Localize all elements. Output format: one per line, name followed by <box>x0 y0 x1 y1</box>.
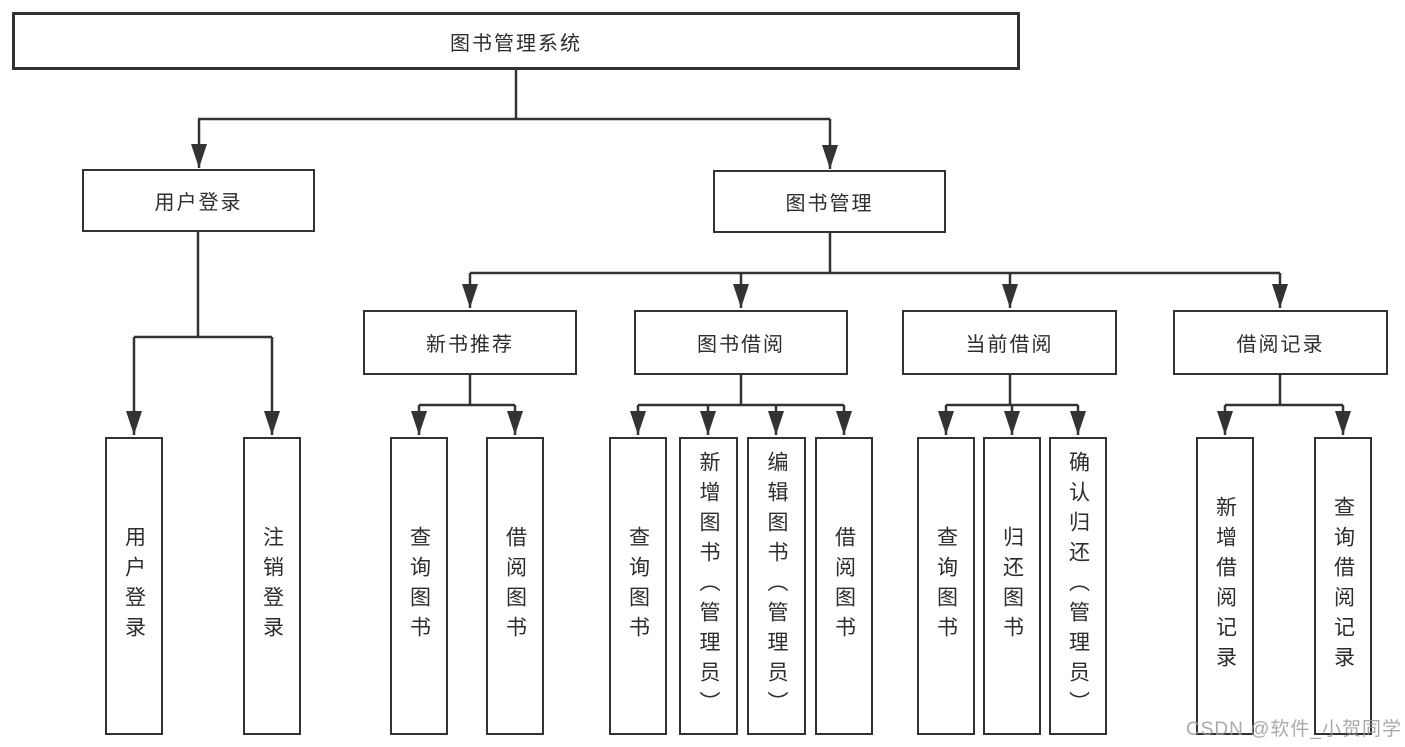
node-book-borrow-label: 图书借阅 <box>697 334 785 356</box>
leaf-edit-book-admin-label: 编辑图书（管理员） <box>765 451 788 721</box>
leaf-query-borrow-record-label: 查询借阅记录 <box>1331 496 1355 676</box>
leaf-logout: 注销登录 <box>243 437 301 735</box>
node-book-borrow: 图书借阅 <box>634 310 848 375</box>
leaf-query-books-3: 查询图书 <box>917 437 975 735</box>
node-user-login: 用户登录 <box>82 169 315 232</box>
node-new-book-recommend: 新书推荐 <box>363 310 577 375</box>
leaf-user-login: 用户登录 <box>105 437 163 735</box>
node-current-borrow: 当前借阅 <box>902 310 1117 375</box>
leaf-borrow-books-1: 借阅图书 <box>486 437 544 735</box>
leaf-edit-book-admin: 编辑图书（管理员） <box>747 437 806 735</box>
leaf-query-books-1-label: 查询图书 <box>407 526 431 646</box>
leaf-query-borrow-record: 查询借阅记录 <box>1314 437 1372 735</box>
leaf-borrow-books-2: 借阅图书 <box>815 437 873 735</box>
leaf-query-books-2-label: 查询图书 <box>626 526 650 646</box>
node-borrow-records-label: 借阅记录 <box>1236 334 1325 356</box>
node-borrow-records: 借阅记录 <box>1173 310 1388 375</box>
leaf-query-books-3-label: 查询图书 <box>934 526 958 646</box>
node-current-borrow-label: 当前借阅 <box>965 334 1054 356</box>
node-book-management-label: 图书管理 <box>785 193 874 215</box>
leaf-user-login-label: 用户登录 <box>122 526 146 646</box>
csdn-watermark: CSDN @软件_小贺同学 <box>1186 719 1402 740</box>
node-new-book-recommend-label: 新书推荐 <box>426 334 514 356</box>
leaf-query-books-1: 查询图书 <box>390 437 448 735</box>
leaf-query-books-2: 查询图书 <box>609 437 667 735</box>
leaf-confirm-return-admin-label: 确认归还（管理员） <box>1066 451 1090 721</box>
leaf-add-book-admin-label: 新增图书（管理员） <box>697 451 720 721</box>
node-library-system-label: 图书管理系统 <box>450 32 582 55</box>
leaf-add-borrow-record: 新增借阅记录 <box>1196 437 1254 735</box>
leaf-add-borrow-record-label: 新增借阅记录 <box>1213 496 1237 676</box>
leaf-return-books-label: 归还图书 <box>1000 526 1024 646</box>
node-user-login-label: 用户登录 <box>154 192 243 214</box>
node-library-system: 图书管理系统 <box>12 12 1020 70</box>
leaf-add-book-admin: 新增图书（管理员） <box>679 437 738 735</box>
leaf-confirm-return-admin: 确认归还（管理员） <box>1049 437 1107 735</box>
leaf-return-books: 归还图书 <box>983 437 1041 735</box>
leaf-borrow-books-2-label: 借阅图书 <box>832 526 856 646</box>
leaf-logout-label: 注销登录 <box>260 526 284 646</box>
node-book-management: 图书管理 <box>713 170 946 233</box>
leaf-borrow-books-1-label: 借阅图书 <box>503 526 527 646</box>
